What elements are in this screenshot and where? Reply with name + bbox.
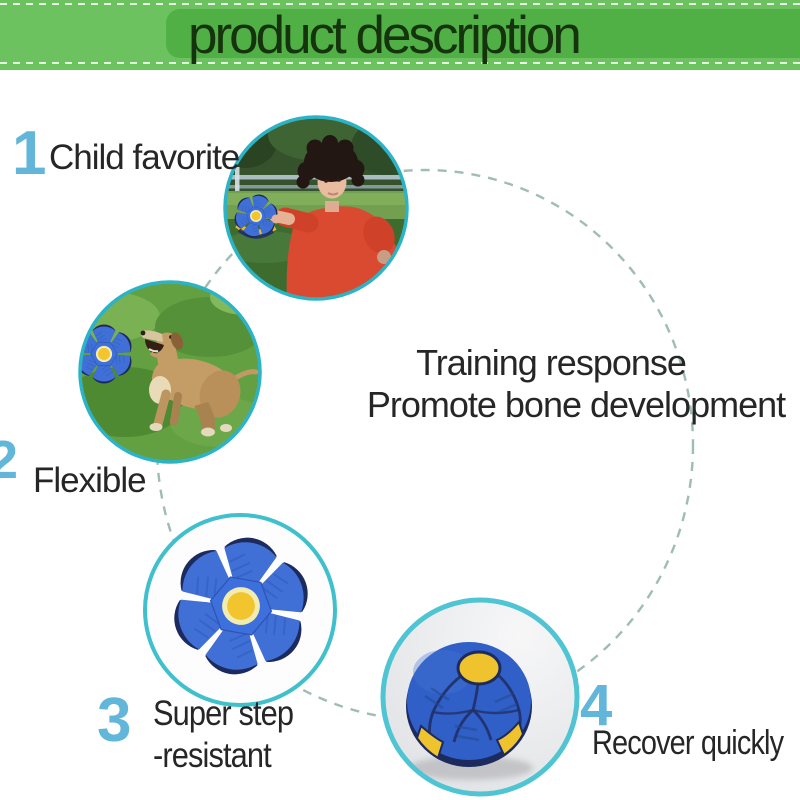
feature-3-label-line1: Super step [153, 694, 294, 733]
feature-3-label: Super step -resistant [153, 693, 294, 777]
feature-1-label: Child favorite [49, 138, 240, 177]
center-text: Training response Promote bone developme… [336, 342, 800, 426]
feature-1-number: 1 [12, 119, 47, 188]
photo-disc [145, 515, 335, 705]
header-inner-box [166, 9, 800, 58]
photo-child [225, 117, 407, 299]
center-text-line1: Training response [416, 342, 687, 383]
feature-3-number: 3 [97, 686, 132, 755]
photo-dog [80, 282, 260, 462]
photo-ring-disc [143, 513, 337, 707]
photo-ring-ball [380, 597, 580, 797]
feature-3-label-line2: -resistant [153, 736, 272, 775]
photo-ring-child [223, 115, 409, 301]
header-dash-top [0, 3, 800, 5]
page-title: product description [188, 6, 582, 65]
photo-ring-dog [78, 280, 262, 464]
feature-4-label: Recover quickly [592, 724, 784, 762]
header-dash-bottom [0, 62, 800, 64]
feature-2-number: 2 [0, 430, 19, 490]
header-band: product description [0, 0, 800, 70]
center-text-line2: Promote bone development [366, 384, 786, 425]
feature-4-number: 4 [580, 673, 613, 738]
feature-2-label: Flexible [33, 461, 147, 500]
photo-ball [383, 600, 577, 794]
